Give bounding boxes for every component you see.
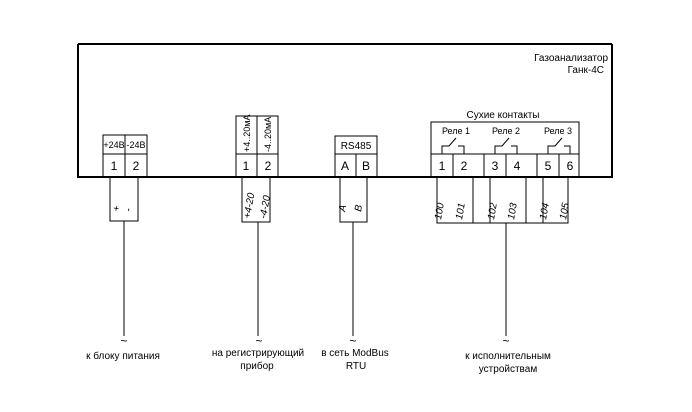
device-name: Газоанализатор xyxy=(534,53,608,64)
rs485-cable-symbol: ~ xyxy=(349,334,356,348)
relay-wire-mark-102: 102 xyxy=(486,202,500,221)
analog-wire-mark-plus: +4-20 xyxy=(242,192,257,220)
rs485-destination-line2: RTU xyxy=(346,361,366,372)
relay-pin-4: 4 xyxy=(514,159,521,173)
relays-destination-line2: устройствам xyxy=(479,364,538,375)
relay-wire-mark-104: 104 xyxy=(538,202,552,221)
analog-wire-mark-minus: -4-20 xyxy=(258,194,273,219)
power-pin-label-1: +24В xyxy=(103,140,124,150)
relay-wire-mark-103: 103 xyxy=(506,202,520,221)
analog-pin-1: 1 xyxy=(243,159,250,173)
power-wire-mark-minus: - xyxy=(123,207,135,213)
relay-1-label: Реле 1 xyxy=(442,126,470,136)
rs485-pin-a: A xyxy=(341,159,349,173)
rs485-terminal-block xyxy=(334,135,378,178)
relay-pin-2: 2 xyxy=(461,159,468,173)
relays-title: Сухие контакты xyxy=(466,110,539,121)
relay-pin-5: 5 xyxy=(545,159,552,173)
relay-wire-mark-105: 105 xyxy=(558,202,572,221)
power-pin-2: 2 xyxy=(133,159,140,173)
power-pin-1: 1 xyxy=(111,159,118,173)
relays-cable xyxy=(436,176,569,336)
analog-destination-line1: на регистрирующий xyxy=(212,348,304,359)
rs485-wire-mark-a: A xyxy=(337,204,349,214)
power-destination: к блоку питания xyxy=(86,350,160,362)
power-terminal-block xyxy=(102,134,148,178)
relay-3-label: Реле 3 xyxy=(544,126,572,136)
power-pin-label-2: -24В xyxy=(126,140,145,150)
relay-pin-3: 3 xyxy=(492,159,499,173)
rs485-pin-b: B xyxy=(362,159,370,173)
relay-2-contact-symbol xyxy=(494,137,518,154)
analog-cable xyxy=(241,176,271,336)
relay-wire-mark-100: 100 xyxy=(433,202,447,221)
relay-pin-1: 1 xyxy=(439,159,446,173)
rs485-title: RS485 xyxy=(341,141,372,152)
relays-cable-symbol: ~ xyxy=(502,334,509,348)
rs485-cable xyxy=(339,176,368,336)
power-cable xyxy=(109,176,139,336)
relays-destination-line1: к исполнительным xyxy=(465,351,551,362)
power-wire-mark-plus: + xyxy=(111,205,123,213)
rs485-destination-line1: в сеть ModBus xyxy=(321,348,389,359)
relay-1-contact-symbol xyxy=(441,137,465,154)
power-cable-symbol: ~ xyxy=(120,334,127,348)
relay-pin-6: 6 xyxy=(567,159,574,173)
relay-2-label: Реле 2 xyxy=(492,126,520,136)
analog-pin-label-2: -4..20мА xyxy=(263,117,273,152)
analog-pin-2: 2 xyxy=(265,159,272,173)
relay-wire-mark-101: 101 xyxy=(454,202,468,220)
device-model: Ганк-4С xyxy=(568,65,604,76)
analog-destination-line2: прибор xyxy=(240,360,274,372)
analog-pin-label-1: +4..20мА xyxy=(242,115,252,152)
rs485-wire-mark-b: B xyxy=(353,204,365,213)
relay-3-contact-symbol xyxy=(547,137,571,154)
analog-cable-symbol: ~ xyxy=(255,334,262,348)
